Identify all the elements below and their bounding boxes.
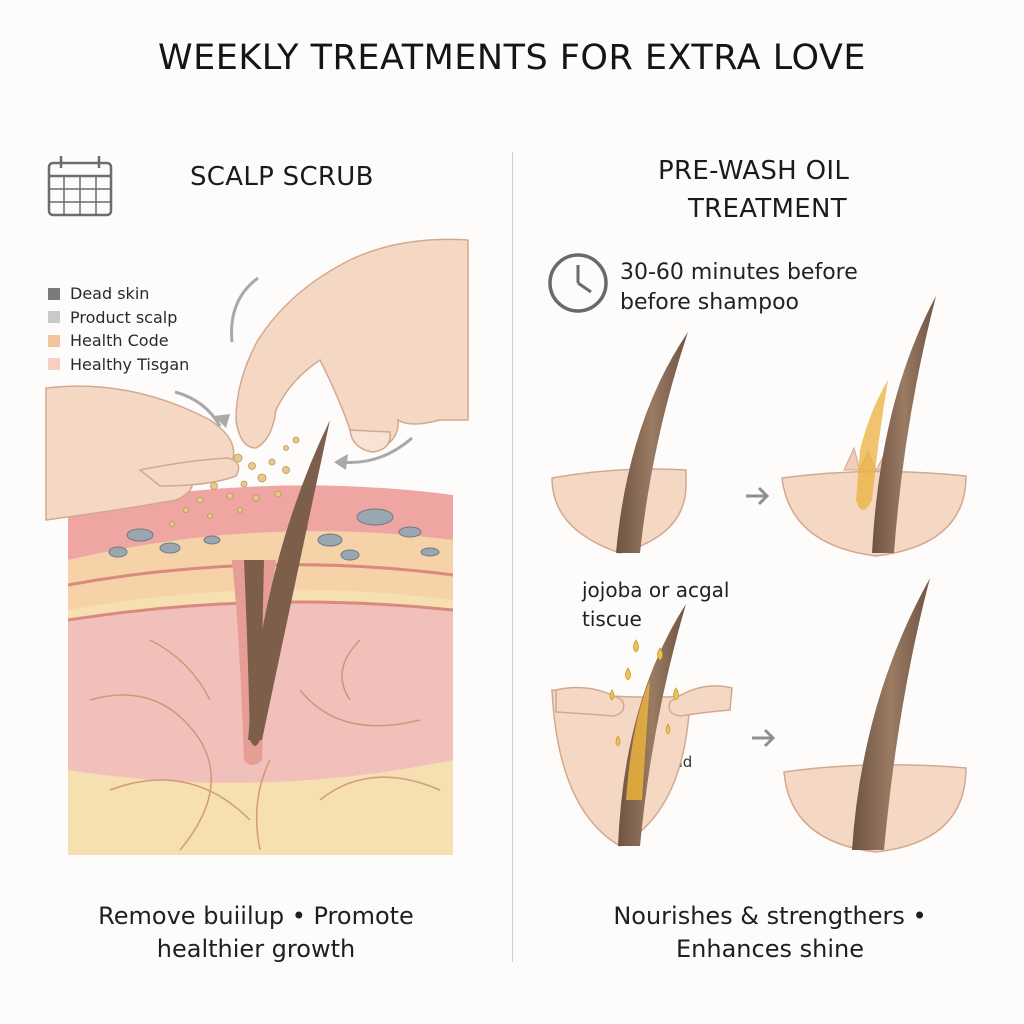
scrub-motion-arrows bbox=[174, 276, 413, 464]
legend-label: Healthy Tisgan bbox=[70, 354, 190, 374]
legend-swatch bbox=[48, 311, 60, 324]
oil-step-1 bbox=[551, 332, 688, 554]
legend-label: Health Code bbox=[70, 331, 169, 351]
dead-skin-flakes bbox=[108, 508, 440, 561]
scalp-scrub-title: SCALP SCRUB bbox=[190, 162, 374, 192]
and-label: and bbox=[664, 753, 693, 771]
oil-caption: Nourishes & strengthers • Enhances shine bbox=[560, 900, 980, 966]
oil-step-3 bbox=[551, 604, 733, 847]
legend-item-dead-skin: Dead skin bbox=[48, 282, 189, 306]
calendar-icon bbox=[47, 156, 113, 217]
scrub-arrowheads bbox=[214, 414, 348, 470]
clock-icon bbox=[548, 253, 608, 313]
oil-treatment-title-line2: TREATMENT bbox=[688, 194, 847, 224]
scrub-legend: Dead skin Product scalp Health Code Heal… bbox=[48, 282, 189, 376]
page-title: WEEKLY TREATMENTS FOR EXTRA LOVE bbox=[158, 38, 866, 78]
oil-step-2 bbox=[781, 296, 967, 557]
arrow-right-icon bbox=[752, 728, 776, 748]
scrub-caption-line2: healthier growth bbox=[156, 935, 356, 963]
legend-label: Product scalp bbox=[70, 307, 178, 327]
oil-treatment-title-line1: PRE-WASH OIL bbox=[658, 156, 850, 186]
scrub-caption: Remove buiilup • Promote healthier growt… bbox=[60, 900, 452, 966]
scalp-cross-section bbox=[68, 485, 453, 855]
oil-step-4 bbox=[783, 578, 967, 853]
scrub-hair-strand bbox=[248, 420, 330, 740]
oil-caption-line2: Enhances shine bbox=[676, 935, 864, 963]
legend-swatch bbox=[48, 334, 60, 347]
legend-label: Dead skin bbox=[70, 284, 150, 304]
timing-line1: 30-60 minutes before bbox=[620, 260, 858, 285]
legend-swatch bbox=[48, 287, 60, 300]
legend-item-healthy-tisgan: Healthy Tisgan bbox=[48, 353, 189, 377]
carrier-line1: jojoba or acgal bbox=[582, 578, 730, 602]
carrier-line2: tiscue bbox=[582, 607, 642, 631]
oil-caption-line1: Nourishes & strengthers • bbox=[613, 902, 927, 930]
oil-droplets bbox=[609, 639, 679, 747]
scrub-granules bbox=[169, 436, 300, 527]
oil-timing-note: 30-60 minutes before before shampoo bbox=[620, 258, 858, 318]
legend-swatch bbox=[48, 358, 60, 371]
scrub-caption-line1: Remove buiilup • Promote bbox=[98, 902, 414, 930]
carrier-oil-note: jojoba or acgal tiscue bbox=[582, 576, 729, 634]
timing-line2: before shampoo bbox=[620, 290, 799, 315]
legend-item-health-code: Health Code bbox=[48, 329, 189, 353]
arrow-right-icon bbox=[746, 486, 770, 506]
legend-item-product-scalp: Product scalp bbox=[48, 306, 189, 330]
column-divider bbox=[512, 152, 513, 962]
